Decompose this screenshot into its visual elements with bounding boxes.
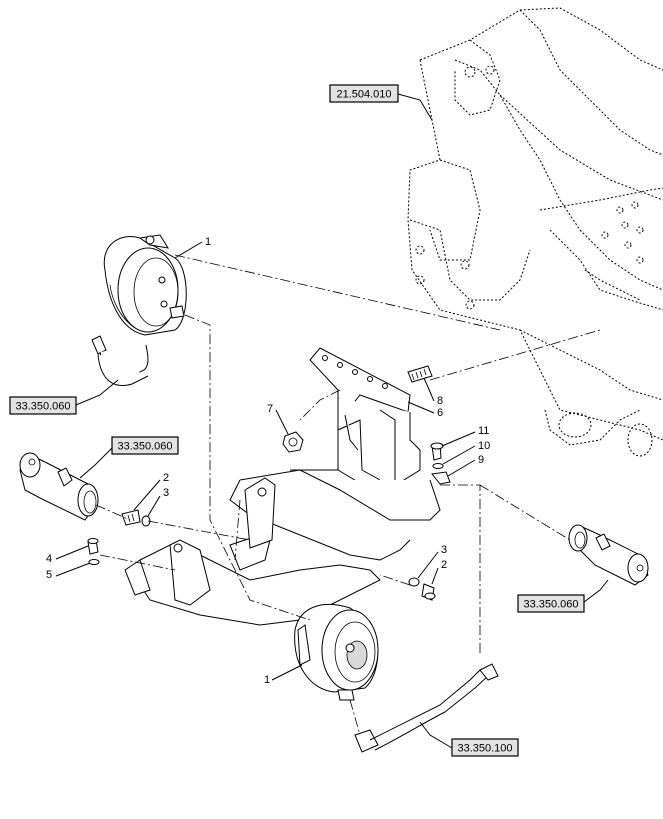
callout-7: 7 <box>267 403 273 415</box>
ref-hose-right[interactable]: 33.350.060 <box>517 594 585 613</box>
ref-frame[interactable]: 21.504.010 <box>329 84 399 103</box>
ref-frame-label: 21.504.010 <box>336 89 391 101</box>
brake-chamber-lower <box>294 604 379 701</box>
callout-2-left: 2 <box>163 472 169 484</box>
ref-hose-right-label: 33.350.060 <box>523 599 578 611</box>
ref-frame-leader <box>397 93 433 121</box>
callout-10: 10 <box>478 440 490 452</box>
callout-9: 9 <box>478 454 484 466</box>
callout-6: 6 <box>437 407 443 419</box>
hose-clamp-left <box>19 452 99 521</box>
callout-1-top: 1 <box>205 236 211 248</box>
ref-hose-mid-left[interactable]: 33.350.060 <box>111 436 179 455</box>
callout-3-left: 3 <box>163 487 169 499</box>
ref-hose-bottom[interactable]: 33.350.100 <box>451 738 519 757</box>
hose-clamp-right <box>568 524 649 586</box>
fastener-left-2-3 <box>121 509 151 527</box>
fastener-left-4-5 <box>87 538 100 565</box>
frame-chassis <box>407 7 663 457</box>
ref-hose-right-leader <box>583 579 609 603</box>
callout-4: 4 <box>46 553 52 565</box>
callout-2-right: 2 <box>441 559 447 571</box>
fastener-stack-right <box>430 442 451 485</box>
ref-hose-upper-left-label: 33.350.060 <box>15 401 70 413</box>
hose-upper <box>91 335 149 386</box>
ref-hose-mid-left-label: 33.350.060 <box>117 441 172 453</box>
callout-3-right: 3 <box>441 544 447 556</box>
callouts: 1 1 2 3 3 2 4 5 6 7 8 9 10 11 <box>46 236 490 686</box>
callout-5: 5 <box>46 569 52 581</box>
nut-7 <box>282 431 304 453</box>
hose-lower <box>354 663 499 753</box>
ref-hose-mid-left-leader <box>79 447 113 479</box>
callout-11: 11 <box>478 425 489 437</box>
ref-hose-bottom-label: 33.350.100 <box>457 743 512 755</box>
fastener-right-2-3 <box>408 577 436 601</box>
ref-hose-bottom-leader <box>419 721 453 749</box>
stud-8 <box>407 365 433 383</box>
brake-chamber-upper <box>103 234 187 336</box>
ref-hose-upper-left-leader <box>75 379 119 406</box>
callout-8: 8 <box>437 395 443 407</box>
ref-hose-upper-left[interactable]: 33.350.060 <box>9 396 77 415</box>
callout-1-bottom: 1 <box>264 674 270 686</box>
center-lines <box>95 254 601 736</box>
bracket-plate <box>229 347 441 561</box>
